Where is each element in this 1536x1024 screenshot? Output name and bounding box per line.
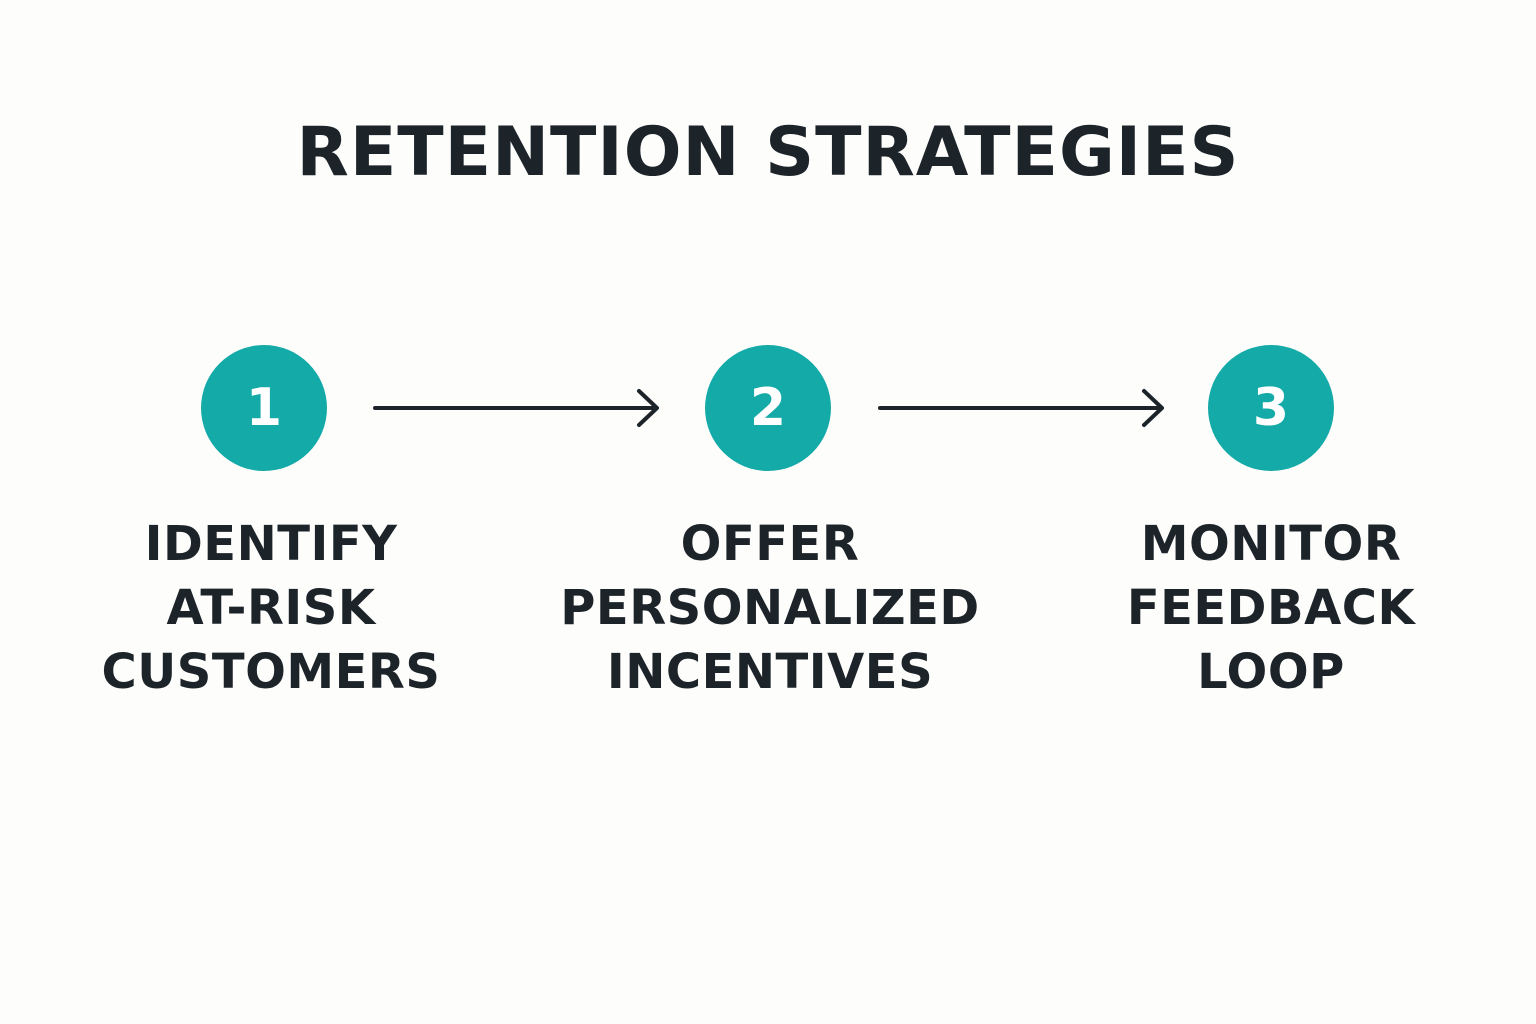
step-2-label: OFFER PERSONALIZED INCENTIVES (530, 512, 1010, 704)
step-1-label-line-2: AT-RISK (166, 580, 376, 636)
step-1-number: 1 (245, 378, 283, 438)
step-3-label: MONITOR FEEDBACK LOOP (1031, 512, 1511, 704)
step-1-label-line-3: CUSTOMERS (101, 644, 441, 700)
step-2-label-line-2: PERSONALIZED (560, 580, 980, 636)
step-1-label: IDENTIFY AT-RISK CUSTOMERS (31, 512, 511, 704)
step-3-label-line-2: FEEDBACK (1126, 580, 1416, 636)
step-1-label-line-1: IDENTIFY (144, 516, 398, 572)
step-2-circle: 2 (705, 345, 831, 471)
step-2-label-line-1: OFFER (680, 516, 860, 572)
step-3-circle: 3 (1208, 345, 1334, 471)
step-3-label-line-3: LOOP (1197, 644, 1345, 700)
arrow-right-icon (878, 389, 1164, 427)
step-2-label-line-3: INCENTIVES (606, 644, 934, 700)
diagram-title: RETENTION STRATEGIES (296, 113, 1240, 192)
step-3-number: 3 (1252, 378, 1290, 438)
step-3-label-line-1: MONITOR (1140, 516, 1402, 572)
step-1-circle: 1 (201, 345, 327, 471)
arrow-right-icon (373, 389, 659, 427)
step-2-number: 2 (749, 378, 787, 438)
